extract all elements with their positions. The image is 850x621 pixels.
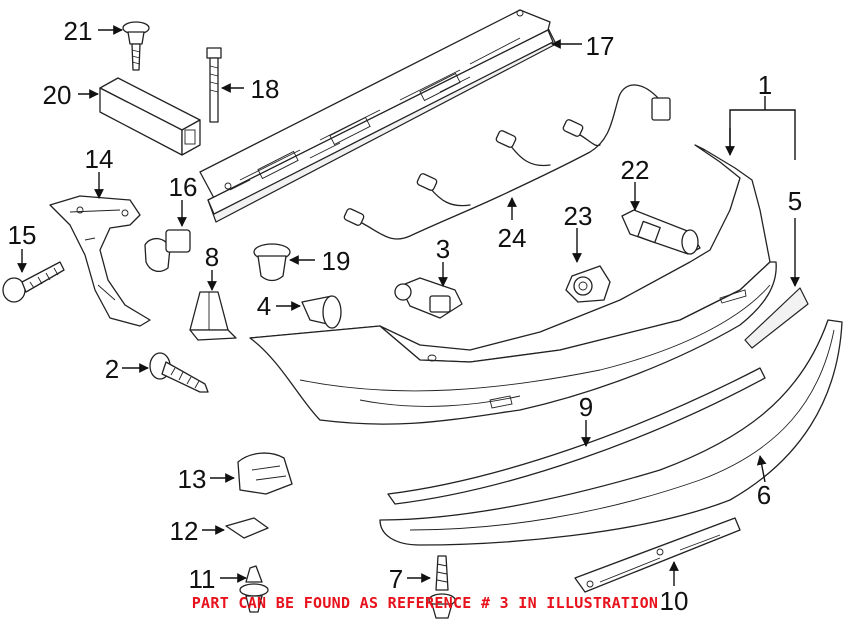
park-sensor-part: [394, 277, 463, 319]
callout-23: 23: [564, 201, 593, 231]
plug-4-part: [301, 295, 342, 329]
callout-9: 9: [579, 392, 593, 422]
callout-numbers: 1 2 3 4 5 6 7 8 9 10 11 12 13 14 15 16 1…: [8, 16, 803, 616]
callout-10: 10: [660, 586, 689, 616]
callout-19: 19: [322, 246, 351, 276]
callout-1: 1: [758, 70, 772, 100]
speed-nut-part: [225, 517, 269, 539]
bumper-cover-part: [249, 144, 777, 425]
sensor-22-part: [621, 209, 701, 255]
callout-14: 14: [85, 144, 114, 174]
callout-12: 12: [170, 516, 199, 546]
callout-leaders: [17, 25, 800, 586]
callout-5: 5: [788, 186, 802, 216]
reflector-part: [744, 287, 809, 349]
screw-15-part: [2, 261, 65, 303]
callout-11: 11: [189, 564, 216, 594]
reference-caption: PART CAN BE FOUND AS REFERENCE # 3 IN IL…: [191, 594, 659, 612]
clip-16-part: [144, 229, 191, 273]
grommet-19-part: [253, 243, 291, 282]
callout-24: 24: [498, 223, 527, 253]
callout-16: 16: [169, 172, 198, 202]
spacer-block-part: [99, 77, 201, 156]
callout-21: 21: [64, 16, 93, 46]
callout-6: 6: [757, 480, 771, 510]
trim-strip-part: [387, 367, 766, 505]
callout-4: 4: [257, 291, 271, 321]
bolt-18-part: [206, 47, 222, 123]
wiring-harness-part: [343, 84, 671, 240]
callout-2: 2: [105, 354, 119, 384]
screw-7-part: [428, 555, 456, 619]
callout-15: 15: [8, 220, 37, 250]
side-bracket-part: [49, 195, 151, 327]
callout-3: 3: [436, 234, 450, 264]
bumper-stop-part: [189, 291, 237, 341]
callout-8: 8: [205, 242, 219, 272]
sensor-holder-part: [565, 265, 611, 303]
push-pin-part: [239, 565, 269, 613]
callout-7: 7: [389, 564, 403, 594]
bottom-bracket-part: [574, 517, 741, 593]
callout-20: 20: [43, 80, 72, 110]
callout-13: 13: [178, 464, 207, 494]
screw-2-part: [149, 352, 209, 393]
reinforcement-beam-part: [199, 9, 557, 223]
callout-18: 18: [251, 74, 280, 104]
callout-22: 22: [621, 155, 650, 185]
clip-13-part: [237, 452, 293, 495]
callout-17: 17: [586, 31, 615, 61]
screw-21-part: [122, 21, 150, 71]
lower-valance-part: [379, 319, 843, 546]
